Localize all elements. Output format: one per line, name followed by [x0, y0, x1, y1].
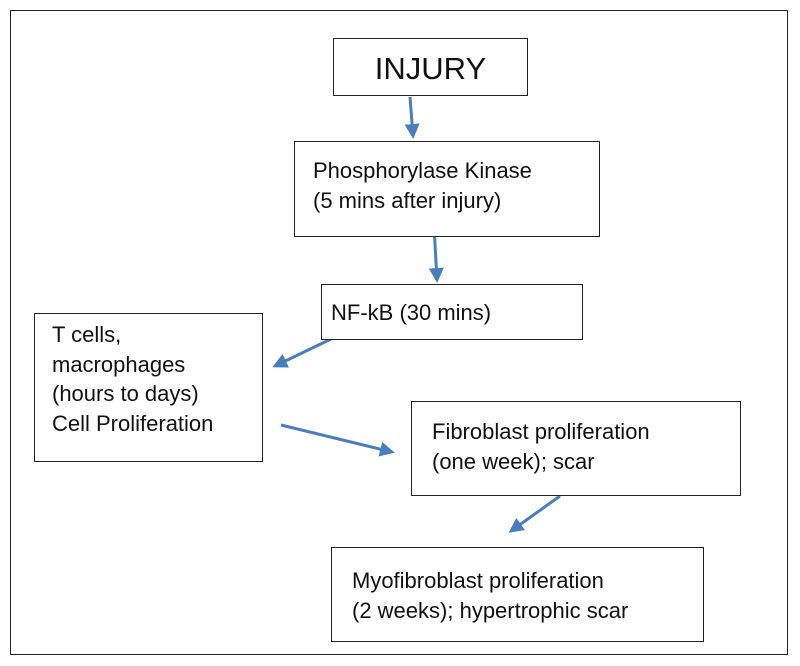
node-myofibroblast-proliferation: Myofibroblast proliferation (2 weeks); h… — [331, 547, 704, 642]
node-nf-kb: NF-kB (30 mins) — [321, 284, 583, 340]
node-t-cells-macrophages: T cells, macrophages (hours to days) Cel… — [34, 313, 263, 462]
node-injury: INJURY — [333, 38, 528, 96]
node-phosphorylase-kinase: Phosphorylase Kinase (5 mins after injur… — [294, 141, 600, 237]
node-fibroblast-proliferation: Fibroblast proliferation (one week); sca… — [411, 401, 741, 496]
diagram-frame — [10, 10, 788, 655]
